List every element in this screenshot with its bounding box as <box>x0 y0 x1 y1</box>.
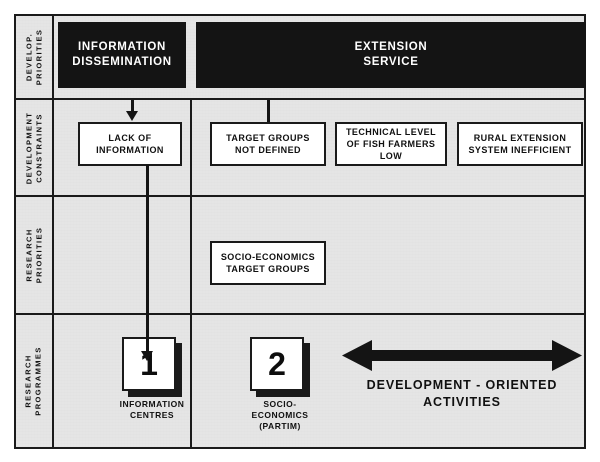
column-divider <box>190 100 192 195</box>
caption-line-2: CENTRES <box>129 410 175 420</box>
programme-socio-economics-partim[interactable]: 2 SOCIO- ECONOMICS (PARTIM) <box>250 337 335 432</box>
box-line-1: TECHNICAL LEVEL <box>345 127 437 137</box>
matrix-diagram: DEVELOP. PRIORITIES INFORMATION DISSEMIN… <box>14 14 586 449</box>
box-line-1: LACK OF <box>108 133 152 143</box>
double-headed-horizontal-arrow-icon <box>342 340 582 371</box>
row-content-development-constraints: LACK OF INFORMATION TARGET GROUPS NOT DE… <box>54 100 584 195</box>
arrow-down-icon <box>126 111 138 121</box>
caption-line-1: INFORMATION <box>119 399 185 409</box>
row-label-line-2: PRIORITIES <box>34 226 44 284</box>
box-lack-of-information[interactable]: LACK OF INFORMATION <box>78 122 182 166</box>
row-research-priorities: RESEARCH PRIORITIES SOCIO-ECONOMICS TARG… <box>16 197 584 315</box>
row-label-line-2: PROGRAMMES <box>34 346 44 416</box>
row-label-line-1: RESEARCH <box>24 228 34 282</box>
row-content-research-programmes: 1 INFORMATION CENTRES 2 SOCIO- ECONOMICS… <box>54 315 584 447</box>
row-label-development-priorities: DEVELOP. PRIORITIES <box>16 16 54 98</box>
programme-information-centres[interactable]: 1 INFORMATION CENTRES <box>120 337 207 421</box>
programme-cube: 1 <box>122 337 182 397</box>
box-line-2: INFORMATION <box>96 145 164 155</box>
header-block-extension-service[interactable]: EXTENSION SERVICE <box>196 22 586 88</box>
row-label-line-1: RESEARCH <box>24 354 34 408</box>
connector-line-info-dissemination-to-lack-of-information <box>131 100 134 112</box>
row-label-development-constraints: DEVELOPMENT CONSTRAINTS <box>16 100 54 195</box>
row-label-research-programmes: RESEARCH PROGRAMMES <box>16 315 54 447</box>
row-label-line-1: DEVELOP. <box>24 32 34 82</box>
box-line-2: TARGET GROUPS <box>226 264 310 274</box>
box-line-1: SOCIO-ECONOMICS <box>220 252 316 262</box>
row-development-constraints: DEVELOPMENT CONSTRAINTS LACK OF INFORMAT… <box>16 100 584 197</box>
programme-caption: SOCIO- ECONOMICS (PARTIM) <box>225 399 335 432</box>
row-content-research-priorities: SOCIO-ECONOMICS TARGET GROUPS <box>54 197 584 313</box>
row-research-programmes: RESEARCH PROGRAMMES 1 INFORMATION CENTRE… <box>16 315 584 447</box>
box-line-1: RURAL EXTENSION <box>473 133 567 143</box>
programme-caption: INFORMATION CENTRES <box>97 399 207 421</box>
row-development-priorities: DEVELOP. PRIORITIES INFORMATION DISSEMIN… <box>16 16 586 100</box>
box-line-3: LOW <box>379 151 403 161</box>
connector-line-lack-of-information-to-information-centres <box>146 165 149 359</box>
box-line-2: OF FISH FARMERS <box>346 139 436 149</box>
row-label-line-1: DEVELOPMENT <box>24 111 33 184</box>
column-divider <box>190 197 192 313</box>
box-line-2: NOT DEFINED <box>235 145 301 155</box>
programme-number: 2 <box>250 337 304 391</box>
header-block-line-2: DISSEMINATION <box>72 56 172 68</box>
caption-line-1: SOCIO- <box>263 399 297 409</box>
header-block-line-2: SERVICE <box>363 56 419 68</box>
programme-cube: 2 <box>250 337 310 397</box>
row-content-development-priorities: INFORMATION DISSEMINATION EXTENSION SERV… <box>54 16 586 98</box>
caption-line-3: (PARTIM) <box>259 421 301 431</box>
annotation-line-1: DEVELOPMENT - ORIENTED <box>366 378 558 392</box>
box-technical-level-of-fish-farmers-low[interactable]: TECHNICAL LEVEL OF FISH FARMERS LOW <box>335 122 447 166</box>
header-block-line-1: EXTENSION <box>354 41 428 53</box>
row-label-line-2: PRIORITIES <box>34 28 44 86</box>
box-line-1: TARGET GROUPS <box>226 133 310 143</box>
connector-line-target-groups-to-socio-economics <box>267 100 270 134</box>
header-block-line-1: INFORMATION <box>78 41 166 53</box>
row-label-line-2: CONSTRAINTS <box>34 112 43 183</box>
box-rural-extension-system-inefficient[interactable]: RURAL EXTENSION SYSTEM INEFFICIENT <box>457 122 583 166</box>
box-target-groups-not-defined[interactable]: TARGET GROUPS NOT DEFINED <box>210 122 326 166</box>
column-divider <box>190 315 192 447</box>
annotation-label: DEVELOPMENT - ORIENTED ACTIVITIES <box>342 377 582 411</box>
annotation-development-oriented-activities: DEVELOPMENT - ORIENTED ACTIVITIES <box>342 339 582 411</box>
box-socio-economics-target-groups[interactable]: SOCIO-ECONOMICS TARGET GROUPS <box>210 241 326 285</box>
annotation-line-2: ACTIVITIES <box>423 395 501 409</box>
caption-line-2: ECONOMICS <box>251 410 309 420</box>
box-line-2: SYSTEM INEFFICIENT <box>468 145 572 155</box>
programme-number: 1 <box>122 337 176 391</box>
long-arrow-down-icon <box>141 351 153 361</box>
header-block-information-dissemination[interactable]: INFORMATION DISSEMINATION <box>58 22 186 88</box>
row-label-research-priorities: RESEARCH PRIORITIES <box>16 197 54 313</box>
